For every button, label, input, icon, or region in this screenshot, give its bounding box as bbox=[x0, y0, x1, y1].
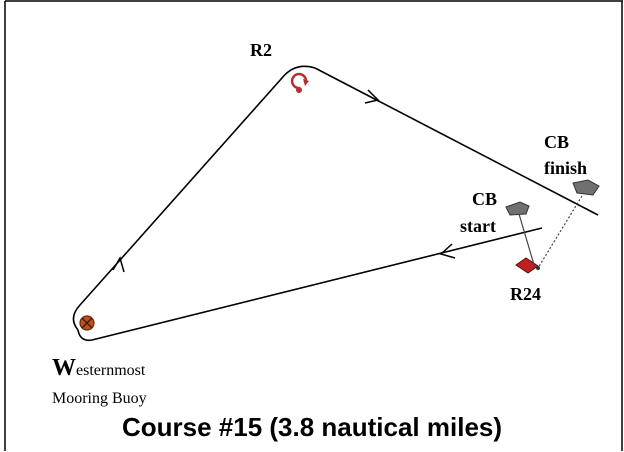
westernmost-initial: W bbox=[52, 355, 76, 381]
course-leg-r2-to-finish bbox=[314, 67, 599, 216]
finish-line bbox=[537, 195, 583, 269]
westernmost-rest: esternmost bbox=[76, 362, 146, 379]
direction-arrow-up-leg bbox=[112, 256, 125, 273]
cb-finish-label-line1: CB bbox=[544, 132, 569, 152]
cb-finish-boat-icon bbox=[572, 179, 600, 196]
cb-start-boat-icon bbox=[505, 201, 530, 216]
cb-finish-label-line2: finish bbox=[544, 158, 587, 178]
mooring-buoy-label: Mooring Buoy bbox=[52, 390, 147, 407]
direction-arrow-r2-leg bbox=[364, 89, 380, 104]
cb-start-label-line2: start bbox=[460, 216, 496, 236]
westernmost-label: Westernmost bbox=[52, 356, 145, 380]
r24-label: R24 bbox=[510, 284, 541, 304]
start-line bbox=[518, 213, 536, 269]
course-leg-start-to-west bbox=[77, 227, 543, 342]
r2-label: R2 bbox=[250, 40, 272, 60]
westernmost-buoy-icon bbox=[79, 315, 95, 331]
course-leg-west-to-r2 bbox=[72, 65, 316, 331]
r24-buoy-icon bbox=[515, 257, 540, 274]
cb-start-label-line1: CB bbox=[472, 189, 497, 209]
r2-buoy-icon bbox=[290, 72, 309, 93]
course-caption: Course #15 (3.8 nautical miles) bbox=[121, 412, 503, 442]
direction-arrow-return-leg bbox=[439, 243, 456, 259]
